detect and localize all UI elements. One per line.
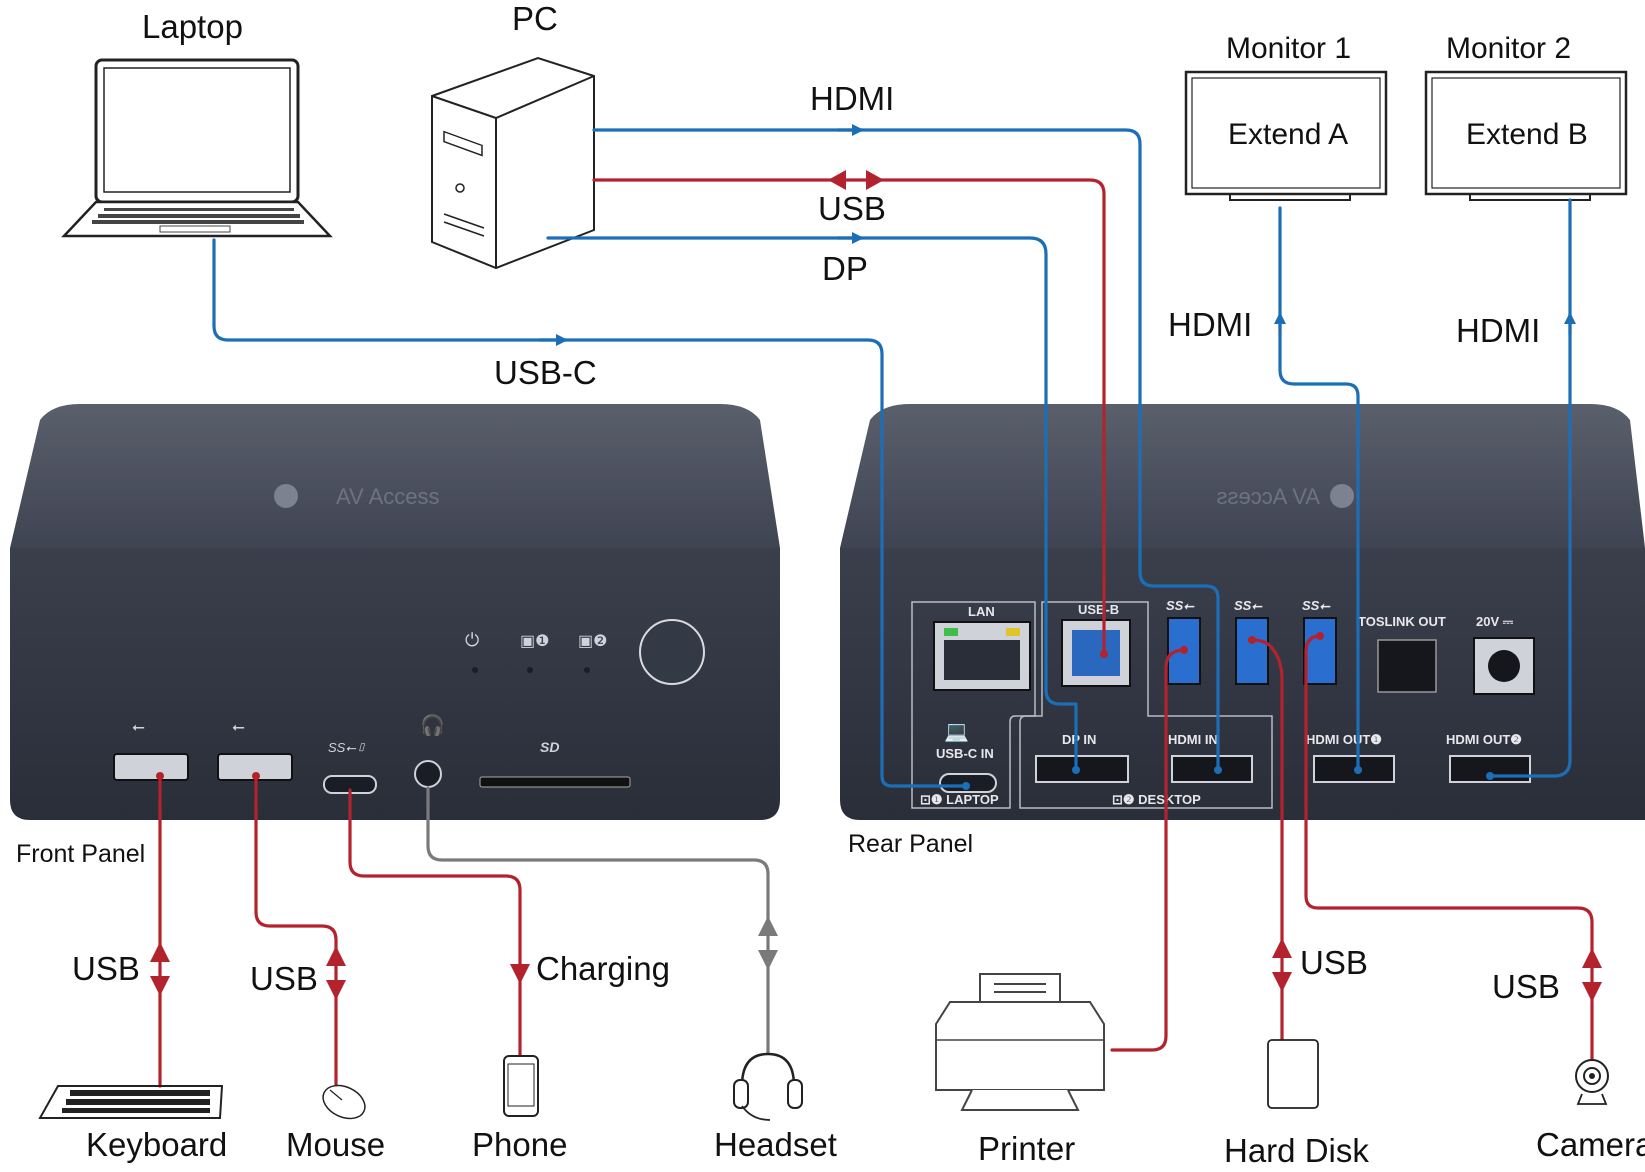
pc-label: PC: [512, 0, 558, 37]
sd-icon: SD: [540, 739, 559, 755]
screen1-icon: ▣❶: [520, 633, 549, 650]
mouse-label: Mouse: [286, 1126, 385, 1163]
monitor2-hdmi-wire: [1488, 198, 1572, 778]
pc-usb-wire: [592, 178, 1106, 656]
headset-wire: [426, 786, 770, 1054]
pc-usb-label: USB: [818, 190, 886, 227]
phone-icon: [503, 1055, 539, 1117]
rear-panel-label: Rear Panel: [848, 830, 973, 858]
harddisk-usb-label: USB: [1300, 944, 1368, 981]
usb-icon: ⭠: [132, 719, 145, 736]
dp-in-label: DP IN: [1062, 732, 1096, 747]
hdmi-in-port[interactable]: [1171, 755, 1253, 783]
front-panel-label: Front Panel: [16, 840, 145, 868]
pc-hdmi-label: HDMI: [810, 80, 894, 117]
monitor1-icon: Extend A: [1184, 70, 1388, 201]
av-access-logo: AV Access: [274, 484, 440, 509]
switch-button[interactable]: [639, 619, 705, 685]
usb3-icon: SS⭠: [1302, 598, 1331, 613]
toslink-port[interactable]: [1377, 639, 1437, 693]
av-access-logo-mirrored: AV Access: [1216, 484, 1354, 509]
power-label: 20V ⎓: [1476, 614, 1514, 629]
headset-label: Headset: [714, 1126, 837, 1163]
phone-charging-label: Charging: [536, 950, 670, 987]
headphone-icon: 🎧: [420, 713, 445, 737]
usb3-icon: SS⭠: [1234, 598, 1263, 613]
video-connections: [212, 124, 1576, 790]
toslink-label: TOSLINK OUT: [1358, 614, 1446, 629]
monitor1-screen-text: Extend A: [1228, 118, 1348, 151]
audio-jack[interactable]: [414, 760, 442, 788]
usb3-icon: SS⭠: [1166, 598, 1195, 613]
hdmi-out2-label: HDMI OUT❷: [1446, 732, 1522, 747]
mouse-icon: [322, 1084, 366, 1120]
mouse-usb-label: USB: [250, 960, 318, 997]
rear-usb-a-port-2[interactable]: [1235, 617, 1269, 685]
rear-panel-device: AV Access LAN USB-B SS⭠ SS⭠ SS⭠ TOSLINK …: [840, 404, 1645, 820]
laptop-usbc-wire: [212, 238, 968, 788]
pc-hdmi-wire: [592, 128, 1220, 772]
monitor1-hdmi-label: HDMI: [1168, 306, 1252, 343]
usb-connections: [150, 170, 1602, 1092]
keyboard-icon: [38, 1085, 224, 1119]
monitor2-label: Monitor 2: [1446, 32, 1571, 65]
usb-c-icon: SS⭠▯: [328, 740, 366, 755]
power-icon: ⏻: [465, 630, 479, 650]
laptop-icon: 💻: [944, 721, 969, 743]
monitor2-icon: Extend B: [1424, 70, 1628, 201]
monitor1-hdmi-wire: [1278, 206, 1360, 772]
headset-icon: [733, 1052, 803, 1121]
printer-label: Printer: [978, 1130, 1075, 1167]
laptop-usbc-label: USB-C: [494, 354, 597, 391]
pc-dp-wire: [546, 236, 1078, 772]
laptop-group-label: ⊡❶ LAPTOP: [920, 792, 999, 807]
status-led-group: ⏻ ▣❶ ▣❷: [465, 630, 607, 673]
monitor2-screen-text: Extend B: [1466, 118, 1588, 151]
camera-icon: [1575, 1059, 1609, 1105]
brand-logo-text: AV Access: [336, 484, 440, 509]
rear-usb-a-port-3[interactable]: [1303, 617, 1337, 685]
usb-b-label: USB-B: [1078, 602, 1119, 617]
hard-disk-icon: [1267, 1039, 1319, 1109]
camera-usb-label: USB: [1492, 968, 1560, 1005]
front-panel-device: AV Access ⏻ ▣❶ ▣❷ ⭠ ⭠ SS⭠▯ 🎧 SD: [10, 404, 780, 820]
hard-disk-label: Hard Disk: [1224, 1132, 1369, 1169]
hdmi-out1-port[interactable]: [1313, 755, 1395, 783]
screen2-icon: ▣❷: [578, 633, 607, 650]
keyboard-usb-label: USB: [72, 950, 140, 987]
pc-dp-label: DP: [822, 250, 868, 287]
sd-card-slot[interactable]: [479, 776, 631, 788]
monitor1-label: Monitor 1: [1226, 32, 1351, 65]
dp-in-port[interactable]: [1035, 755, 1129, 783]
desktop-group-label: ⊡❷ DESKTOP: [1112, 792, 1201, 807]
keyboard-label: Keyboard: [86, 1126, 227, 1163]
front-usb-a-port-1[interactable]: [113, 753, 189, 781]
printer-icon: [935, 973, 1105, 1111]
hdmi-in-label: HDMI IN: [1168, 732, 1218, 747]
camera-label: Camera: [1536, 1126, 1645, 1163]
hdmi-out1-label: HDMI OUT❶: [1306, 732, 1382, 747]
pc-tower-icon: [431, 56, 595, 270]
usb-c-in-label: USB-C IN: [936, 746, 994, 761]
phone-label: Phone: [472, 1126, 567, 1163]
monitor2-hdmi-label: HDMI: [1456, 312, 1540, 349]
usb-icon: ⭠: [232, 719, 245, 736]
lan-label: LAN: [968, 604, 995, 619]
laptop-icon: [61, 58, 333, 238]
laptop-label: Laptop: [142, 8, 243, 45]
brand-logo-text-mirrored: AV Access: [1216, 484, 1320, 509]
audio-connection: [426, 786, 778, 1054]
